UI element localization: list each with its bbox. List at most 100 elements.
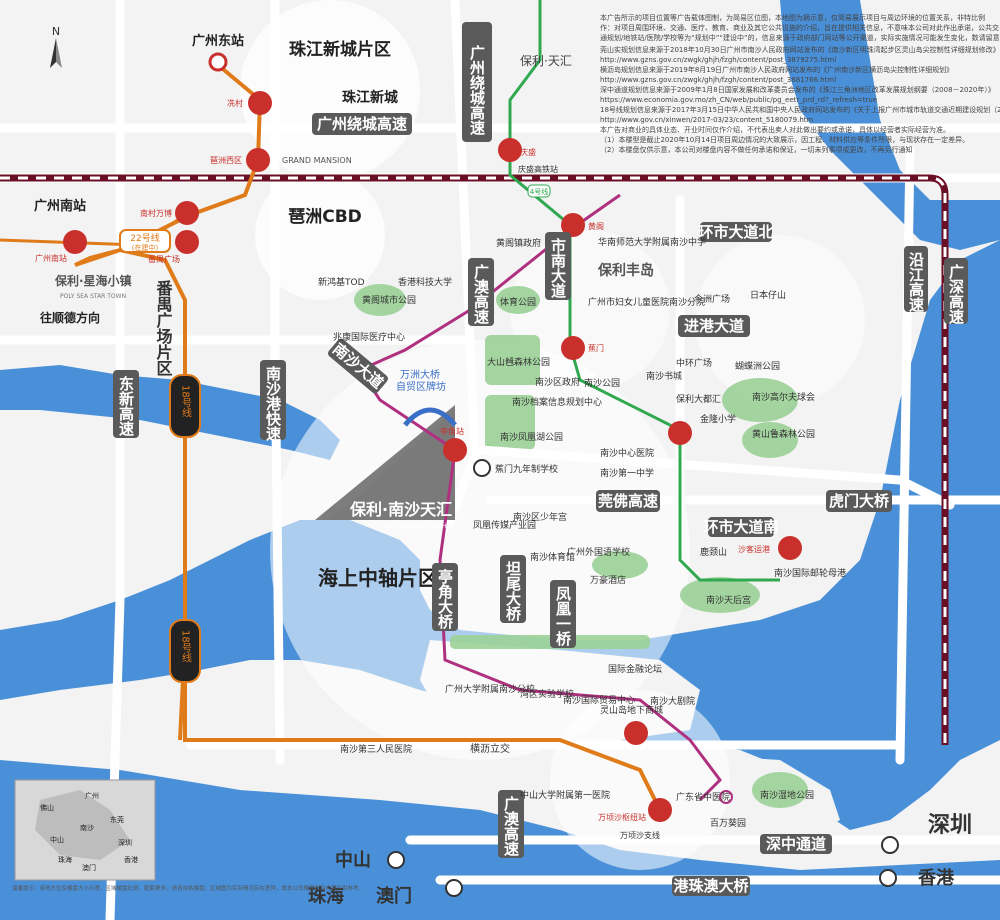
poi-p23: 蕉门九年制学校 [495,463,558,475]
area-zhujiang-new-city: 珠江新城 [342,89,398,106]
inset-l6: 香港 [124,855,138,864]
station-baiwan [719,790,733,804]
area-panyu-vertical: 番禺广场片区 [154,279,174,376]
station-jiaomen [561,336,585,360]
disc-10: http://www.gov.cn/xinwen/2017-03/23/cont… [600,116,814,124]
hw-tanwei-box [500,555,526,623]
poi-p27: 广州外国语学校 [567,546,630,558]
poi-p33: 广州大学附属南沙分校 [445,683,535,695]
st-wanqingsha: 万顷沙枢纽站 [598,812,646,822]
project-name: 保利·南沙天汇 [349,500,452,519]
park-golf [722,378,798,422]
inset-caption: 温馨提示：该地方位及楼盘大小示意，区域楼盘比例、配套更多，请咨询各楼盘，区域图为… [12,884,364,892]
st-panyu-sq: 番禺广场 [148,254,180,264]
inset-l3: 中山 [50,835,64,844]
inset-l7: 佛山 [40,803,54,812]
poi-p43: 南沙公园 [584,377,620,389]
city-zhongshan: 中山 [335,849,371,871]
poi-p20: 南沙高尔夫球会 [752,391,815,403]
line-tags: 22号线 (在建中) 18号线 18号线 4号线 [119,184,551,683]
station-gz-south [63,230,87,254]
station-guangzhou-east [208,52,228,72]
poi-p39: 中山大学附属第一医院 [520,789,610,801]
poi-p6: 兆康国际医疗中心 [333,331,405,343]
inset-l4: 珠海 [58,855,72,864]
station-nansha-port [778,536,802,560]
hw-huanshi-n-box [700,222,772,242]
poi-p16: 南沙第一中学 [600,467,654,479]
line22-tag [119,229,171,253]
hw-humen: 虎门大桥 [829,492,890,510]
poi-p35: 南沙国际贸易中心 [563,694,635,706]
city-hk-dot [879,869,897,887]
hw-huanshi-s-box [708,517,774,537]
line18-tag [169,374,201,438]
metro-line-18-22 [74,63,263,741]
landmark-2: 自贸区牌坊 [396,380,446,393]
poi-p30: 南沙国际邮轮母港 [774,567,846,579]
hw-raocheng: 广州绕城高速 [468,44,486,136]
poi-p2: 香港科技大学 [398,276,452,288]
disc-11: 本广告对商业的具体业态、开业时间仅作介绍，不代表出卖人对此做出要约或承诺，具体以… [600,125,950,134]
brand-poly-xinghai-en: POLY SEA STAR TOWN [60,293,126,300]
rail-line-dash [0,176,947,745]
station-xiancun [248,91,272,115]
hw-guangao2: 广澳高速 [502,795,520,857]
brand-logos: 保利·天汇 GRAND MANSION 保利丰岛 保利·星海小镇 POLY SE… [54,54,654,300]
disc-5: 横沥岛规划信息来源于2019年8月19日广州市南沙人民政府网站发布的《广州南沙新… [600,65,953,74]
hw-shinan: 市南大道 [549,237,567,298]
metro-labels: 冼村 琶洲西区 南村万博 番禺广场 广州南站 庆盛 庆盛高铁站 黄阁 蕉门 亭角… [35,98,770,840]
poi-p22: 金隆小学 [700,413,736,425]
poi-p18: 蝴蝶洲公园 [735,360,780,372]
line4-tag [527,184,551,198]
compass-label: N [52,25,60,38]
hw-dongxin-box [113,370,139,438]
hw-guangshen-box [944,258,968,324]
poi-p26: 南沙体育馆 [530,551,575,563]
st-wanqingsha-line: 万顷沙支线 [620,830,660,840]
inset-l0: 广州 [85,791,99,800]
st-qingsheng-hs: 庆盛高铁站 [518,164,558,174]
metro-line-18-south [183,640,662,811]
inset-l8: 南沙 [80,823,94,832]
compass-arrow-left [50,38,56,68]
city-shenzhen-dot [881,836,899,854]
station-huangge [561,213,585,237]
project-sub: POLY NANSHA TIANHUI [384,523,453,530]
poi-labels: 新鸿基TOD 香港科技大学 黄阁城市公园 黄阁镇政府 华南师范大学附属南沙中学 … [318,236,846,829]
inset-l1: 东莞 [110,815,124,824]
brand-poly-xinghai: 保利·星海小镇 [54,273,132,288]
station-panyu-sq [175,230,199,254]
poi-p28: 万豪酒店 [590,574,626,586]
poi-p11: 大山乸森林公园 [487,356,550,368]
hw-yanjiang: 沿江高速 [907,252,925,313]
pearl-river-estuary [0,240,1000,830]
st-nansha-port: 沙客运港 [738,544,770,554]
disc-1: 作：对项目周围环境、交通、医疗、教育、商业及其它公共设施的介绍，旨在提供相关信息… [600,23,999,32]
compass-arrow-right [56,38,62,68]
hw-jingang: 进港大道 [684,317,744,335]
hw-shenzhong: 深中通道 [766,835,826,853]
park-huangshan [742,422,798,458]
brand-grand-mansion: GRAND MANSION [282,156,352,165]
st-pazhou-west: 琶洲西区 [210,156,242,165]
hw-nansha-ave-box [328,338,388,394]
hw-huanshi-s: 环市大道南 [703,518,778,536]
poi-p32: 国际金融论坛 [608,663,662,675]
disc-6: http://www.gzns.gov.cn/zwgk/ghjh/fzgh/co… [600,76,836,84]
city-macau: 澳门 [376,885,412,907]
disc-4: http://www.gzns.gov.cn/zwgk/ghjh/fzgh/co… [600,56,836,64]
line22-label: 22号线 [130,232,159,244]
station-pazhou-west [246,148,270,172]
poi-p1: 新鸿基TOD [318,276,365,288]
hw-tanwei: 坦尾大桥 [504,561,522,622]
disc-7: 深中通道规划信息来源于2009年1月8日国家发展和改革委员会发布的《珠江三角洲地… [600,85,995,94]
label-to-shunde: 往顺德方向 [40,310,100,325]
disc-8: https://www.economia.gov.mo/zh_CN/web/pu… [600,96,877,104]
metro-line-pink [357,193,722,802]
station-hengli [624,721,648,745]
hw-fenghuang: 凤凰一桥 [554,586,572,647]
parks [354,284,808,808]
hw-tingjiao-box [432,563,458,631]
